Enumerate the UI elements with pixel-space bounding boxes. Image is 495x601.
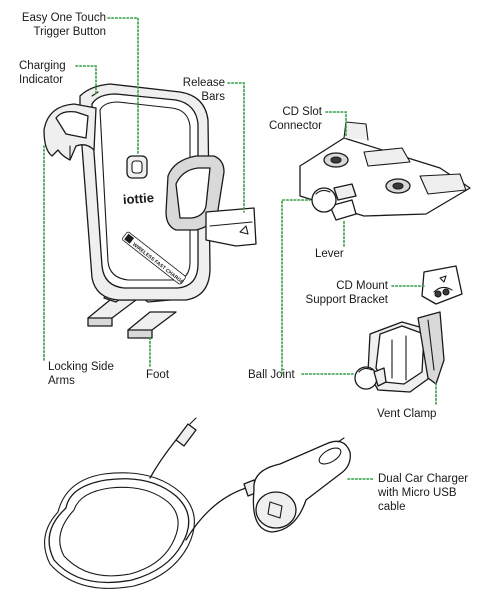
label-cd-mount-bracket: CD Mount Support Bracket (305, 280, 388, 306)
micro-usb-plug (175, 423, 197, 447)
leader-ball-joint-cd (281, 199, 311, 375)
phone-mount: iottie WIRELESS FAST CHARGE (43, 83, 257, 339)
leader-release-bars (227, 82, 245, 213)
label-release-bars: Release Bars (182, 77, 225, 103)
leader-charging-indicator (75, 65, 97, 95)
cradle-inner-face (99, 101, 191, 281)
label-trigger-button: Easy One Touch Trigger Button (21, 12, 106, 38)
cd-lever (329, 199, 357, 221)
label-locking-side-arms: Locking Side Arms (48, 361, 114, 387)
label-charging-indicator: Charging Indicator (19, 60, 66, 86)
label-ball-joint: Ball Joint (248, 369, 295, 381)
release-bar (205, 207, 257, 247)
cd-ball (311, 187, 337, 213)
vent-ball (354, 366, 378, 390)
cd-slot-connector (299, 121, 471, 221)
label-cd-slot-connector: CD Slot Connector (268, 106, 322, 132)
label-vent-clamp: Vent Clamp (377, 408, 437, 420)
left-locking-arm (43, 103, 97, 161)
leader-cd-slot-connector (325, 111, 347, 137)
leader-lines (43, 17, 437, 480)
vent-clamp (354, 311, 445, 393)
label-dual-car-charger: Dual Car Charger with Micro USB cable (378, 473, 469, 513)
brand-logo: iottie (122, 190, 154, 207)
dual-car-charger (44, 417, 351, 589)
cd-mount-support-bracket (421, 265, 463, 305)
leader-trigger-button (107, 17, 139, 156)
label-foot: Foot (146, 369, 170, 381)
label-lever: Lever (315, 248, 344, 260)
charging-indicator (91, 91, 99, 97)
